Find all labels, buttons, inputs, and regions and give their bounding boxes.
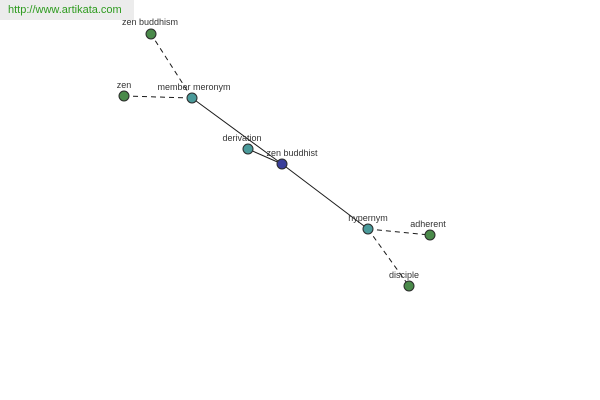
node-dot-derivation[interactable] [242, 143, 254, 155]
node-zen[interactable]: zen [117, 80, 132, 102]
node-label-zen: zen [117, 80, 132, 90]
edge-member-meronym-to-zen [123, 95, 193, 99]
edge-zen-buddhist-to-hypernym [281, 163, 369, 230]
node-dot-adherent[interactable] [424, 229, 436, 241]
node-hypernym[interactable]: hypernym [348, 213, 388, 235]
node-label-disciple: disciple [389, 270, 419, 280]
edges-layer [123, 33, 431, 287]
node-dot-disciple[interactable] [403, 280, 415, 292]
node-adherent[interactable]: adherent [410, 219, 446, 241]
node-zen-buddhism[interactable]: zen buddhism [122, 17, 178, 40]
node-dot-hypernym[interactable] [362, 223, 374, 235]
node-dot-zen-buddhist[interactable] [276, 158, 288, 170]
node-dot-zen[interactable] [118, 90, 130, 102]
node-disciple[interactable]: disciple [389, 270, 419, 292]
node-label-hypernym: hypernym [348, 213, 388, 223]
node-label-zen-buddhist: zen buddhist [266, 148, 318, 158]
edge-zen-buddhist-to-member-meronym [191, 97, 283, 165]
edge-hypernym-to-disciple [367, 228, 410, 287]
node-label-adherent: adherent [410, 219, 446, 229]
edge-hypernym-to-adherent [367, 228, 431, 236]
nodes-layer: zen buddhist member meronym derivation hype… [117, 17, 446, 292]
node-dot-zen-buddhism[interactable] [145, 28, 157, 40]
node-label-zen-buddhism: zen buddhism [122, 17, 178, 27]
node-label-member-meronym: member meronym [157, 82, 230, 92]
edge-zen-buddhist-to-derivation [247, 148, 283, 165]
node-label-derivation: derivation [222, 133, 261, 143]
node-derivation[interactable]: derivation [222, 133, 262, 155]
node-zen-buddhist[interactable]: zen buddhist [266, 148, 318, 170]
node-member-meronym[interactable]: member meronym [157, 82, 231, 104]
node-dot-member-meronym[interactable] [186, 92, 198, 104]
site-url-link[interactable]: http://www.artikata.com [0, 0, 134, 20]
edge-member-meronym-to-zen-buddhism [150, 33, 193, 99]
